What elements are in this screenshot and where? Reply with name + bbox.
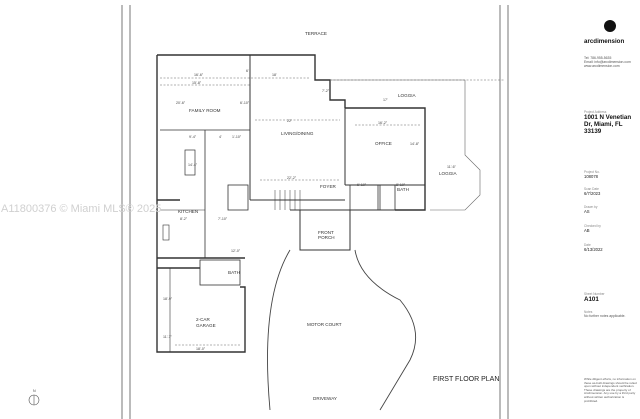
room-front-porch-2: PORCH [318,235,335,240]
room-front-porch: FRONT [318,230,334,235]
disclaimer: While diligent efforts, no information o… [584,377,637,403]
dim-label: 22' [287,119,292,123]
room-driveway: DRIVEWAY [313,396,337,401]
room-foyer: FOYER [320,184,337,189]
project-no-label: Project No. [584,170,600,174]
dim-label: 14'-8" [410,142,420,146]
scan-date: 6/7/2023 [584,191,601,196]
watermark: A11800376 © Miami MLS® 2025 [1,203,161,215]
dim-label: 22'-2" [287,176,297,180]
notes: No further notes applicable. [584,314,626,318]
drawing-title: FIRST FLOOR PLAN [433,376,499,383]
room-terrace: TERRACE [305,31,327,36]
dim-label: 18'-9" [163,297,173,301]
room-garage: 2-CAR [196,317,210,322]
checked-by: AB [584,228,590,233]
dim-label: 16'-6" [194,73,204,77]
dim-label: 4' [219,135,222,139]
dim-label: 14'-4" [188,163,198,167]
notes-label: Notes [584,310,593,314]
project-no: 108078 [584,174,598,179]
room-loggia-top: LOGGIA [398,93,417,98]
dim-label: 18' [272,73,277,77]
dim-label: 7'-2" [322,89,330,93]
issue-date-label: Date [584,243,591,247]
room-bath-1: BATH [397,187,409,192]
dim-label: 8'-2" [180,217,188,221]
dim-label: 6'-10" [357,183,367,187]
dim-label: 17' [383,98,388,102]
site-boundary [121,5,509,419]
north-label: N [33,389,36,393]
title-block: arcdimension Tel: 786-955-5635 Email: in… [584,0,640,419]
dim-label: 6'-10" [240,101,250,105]
dimension-labels: 16'-6" 15'-8" 18' 20'-6" 6'-10" 6' 7'-2"… [163,69,457,351]
dim-label: 16'-2" [378,121,388,125]
motor-court-outline [267,249,417,411]
checked-by-label: Checked by [584,224,601,228]
floor-plan: A11800376 © Miami MLS® 2025 N TERRACE FA… [1,5,509,419]
dim-label: 15'-8" [192,81,202,85]
room-living-dining: LIVING/DINING [281,131,314,136]
sheet-number: A101 [584,296,599,303]
dim-label: 6' [246,69,249,73]
room-bath-2: BATH [228,270,240,275]
loggia-lines [160,77,505,346]
room-motor-court: MOTOR COURT [307,322,342,327]
contact-web: www.arcdimension.com [584,64,620,68]
sheet-number-label: Sheet Number [584,292,605,296]
dim-label: 20'-6" [176,101,186,105]
dim-label: 18'-0" [196,347,206,351]
scan-date-label: Scan Date [584,187,599,191]
drawn-by: AS [584,209,590,214]
room-office: OFFICE [375,141,392,146]
dim-label: 12'-0" [231,249,241,253]
dim-label: 8'-10" [396,183,406,187]
address-label: Project Address [584,110,607,114]
contact-email: Email: info@arcdimension.com [584,60,631,64]
dim-label: 11'-7" [163,335,173,339]
room-kitchen: KITCHEN [178,209,198,214]
room-garage-2: GARAGE [196,323,216,328]
project-address: 1001 N Venetian Dr, Miami, FL 33139 [584,114,632,135]
drawn-by-label: Drawn by [584,205,598,209]
room-loggia-right: LOGGIA [439,171,458,176]
dim-label: 7'-10" [218,217,228,221]
dim-label: 1'-10" [232,135,242,139]
contact-phone: Tel: 786-955-5635 [584,56,612,60]
dim-label: 9'-4" [189,135,197,139]
logo-icon [604,20,616,32]
logo-text: arcdimension [584,38,625,45]
dim-label: 11'-6" [447,165,457,169]
north-arrow-icon [28,394,40,406]
room-family-room: FAMILY ROOM [189,108,221,113]
issue-date: 6/13/2022 [584,247,603,252]
